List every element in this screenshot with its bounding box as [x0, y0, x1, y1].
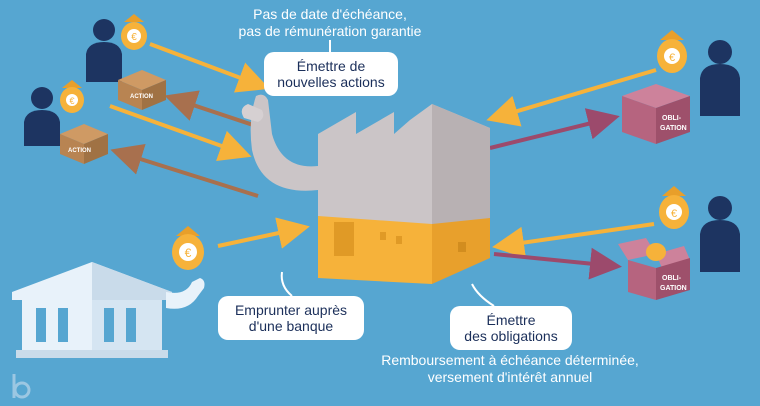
obligation-label-1: OBLI- [662, 275, 682, 282]
arrow-factory-to-bondholder2 [493, 247, 622, 280]
arrow-factory-to-investor2 [110, 143, 259, 198]
money-bag-icon: € [121, 14, 147, 50]
euro-symbol: € [671, 208, 677, 220]
person-icon [700, 40, 740, 116]
arrow-investor2-to-factory [109, 104, 252, 161]
top-caption-line-2: pas de rémunération garantie [238, 23, 422, 39]
money-bag-icon: € [172, 226, 204, 270]
bottom-caption: Remboursement à échéance déterminée, ver… [300, 352, 720, 386]
bubble-issue-bonds-line-2: des obligations [464, 328, 558, 344]
bubble-bank-loan: Emprunter auprès d'une banque [218, 296, 364, 340]
money-bag-icon: € [60, 80, 84, 113]
person-icon [700, 196, 740, 272]
bubble-issue-shares: Émettre de nouvelles actions [264, 52, 398, 96]
bubble-issue-bonds-line-1: Émettre [486, 312, 536, 328]
money-bag-icon: € [659, 186, 689, 229]
bubble-issue-bonds: Émettre des obligations [450, 306, 572, 350]
arrow-investor1-to-factory [149, 42, 270, 93]
obligation-box-icon: OBLI- GATION [618, 238, 690, 300]
investor-top-left: € ACTION [86, 14, 166, 110]
person-icon [24, 87, 60, 146]
euro-symbol: € [185, 246, 192, 260]
bottom-caption-line-2: versement d'intérêt annuel [427, 369, 593, 385]
bubble-issue-shares-line-1: Émettre de [296, 58, 366, 74]
top-caption: Pas de date d'échéance, pas de rémunérat… [200, 6, 460, 40]
action-label: ACTION [68, 148, 91, 154]
investor-mid-left: € ACTION [24, 80, 108, 164]
bondholder-bottom-right: € OBLI- GATION [618, 186, 740, 300]
obligation-label-1: OBLI- [662, 115, 682, 122]
bank-icon [12, 262, 205, 358]
bubble-bank-loan-line-2: d'une banque [248, 318, 334, 334]
arrow-bondholder2-to-factory [492, 222, 655, 259]
action-box-icon: ACTION [60, 124, 108, 164]
action-label: ACTION [130, 94, 153, 100]
bubble-bank-loan-line-1: Emprunter auprès [234, 302, 348, 318]
arrow-bank-to-factory [217, 217, 310, 249]
person-icon [86, 19, 122, 82]
arrow-bondholder1-to-factory [486, 68, 657, 127]
top-caption-line-1: Pas de date d'échéance, [253, 6, 407, 22]
bondholder-top-right: € OBLI- GATION [622, 30, 740, 144]
obligation-label-2: GATION [660, 285, 687, 292]
bubble-issue-shares-line-2: nouvelles actions [277, 74, 385, 90]
euro-symbol: € [669, 52, 675, 64]
bottom-caption-line-1: Remboursement à échéance déterminée, [381, 352, 639, 368]
arrows [109, 42, 657, 280]
euro-symbol: € [131, 32, 137, 43]
obligation-box-icon: OBLI- GATION [622, 84, 690, 144]
factory-icon [241, 94, 490, 284]
arrow-factory-to-bondholder1 [489, 108, 620, 150]
obligation-label-2: GATION [660, 125, 687, 132]
logo-icon [12, 374, 31, 399]
arrow-factory-to-investor1 [164, 90, 263, 130]
action-box-icon: ACTION [118, 70, 166, 110]
bubble-connectors [280, 40, 495, 307]
money-bag-icon: € [657, 30, 687, 73]
euro-symbol: € [69, 96, 74, 106]
